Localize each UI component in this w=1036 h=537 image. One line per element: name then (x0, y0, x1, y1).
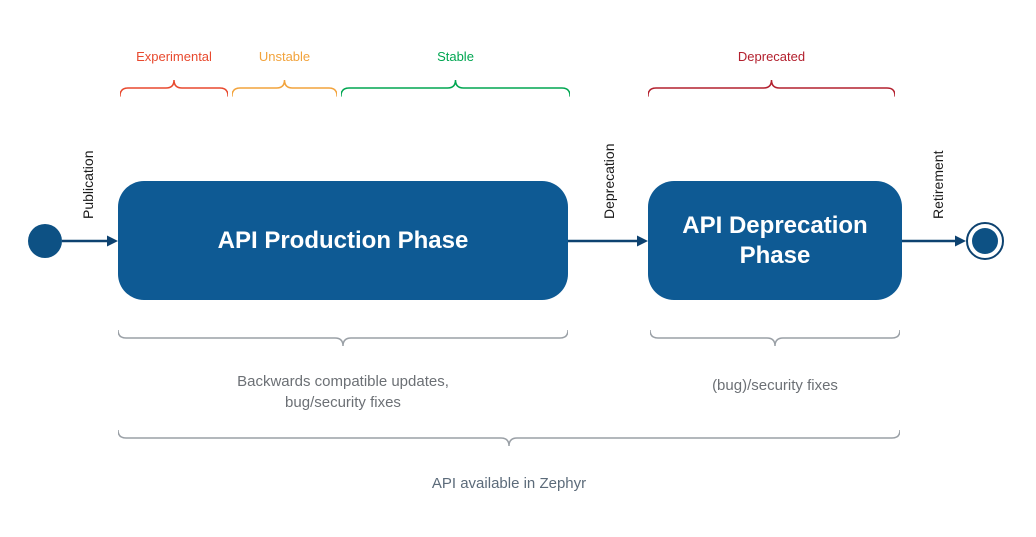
deprecation-under-brace (650, 330, 900, 347)
production-phase-title: API Production Phase (217, 226, 469, 254)
deprecation-arrow (568, 235, 648, 247)
production-phase-box: API Production Phase (118, 181, 568, 300)
publication-transition-label: Publication (80, 150, 96, 220)
deprecated-label: Deprecated (737, 49, 806, 64)
experimental-brace (120, 80, 228, 97)
deprecation-note: (bug)/security fixes (712, 377, 838, 394)
end-state-inner-dot (972, 228, 998, 254)
production-under-brace (118, 330, 568, 347)
production-note-line1: Backwards compatible updates, (237, 373, 449, 390)
start-state-node (28, 224, 62, 258)
stable-brace (341, 80, 570, 97)
experimental-label: Experimental (136, 49, 212, 64)
deprecation-phase-box: API Deprecation Phase (648, 181, 902, 300)
publication-arrow (62, 235, 118, 247)
unstable-label: Unstable (258, 49, 311, 64)
production-note: Backwards compatible updates, bug/securi… (118, 371, 568, 413)
unstable-brace (232, 80, 337, 97)
deprecated-brace (648, 80, 895, 97)
overall-availability-note: API available in Zephyr (431, 475, 587, 492)
production-note-line2: bug/security fixes (285, 394, 401, 411)
retirement-arrow (902, 235, 966, 247)
end-state-node (966, 222, 1004, 260)
retirement-transition-label: Retirement (930, 150, 946, 219)
stable-label: Stable (437, 49, 474, 64)
deprecation-phase-title: API Deprecation Phase (682, 211, 868, 269)
deprecation-transition-label: Deprecation (601, 143, 617, 220)
overall-under-brace (118, 430, 900, 447)
